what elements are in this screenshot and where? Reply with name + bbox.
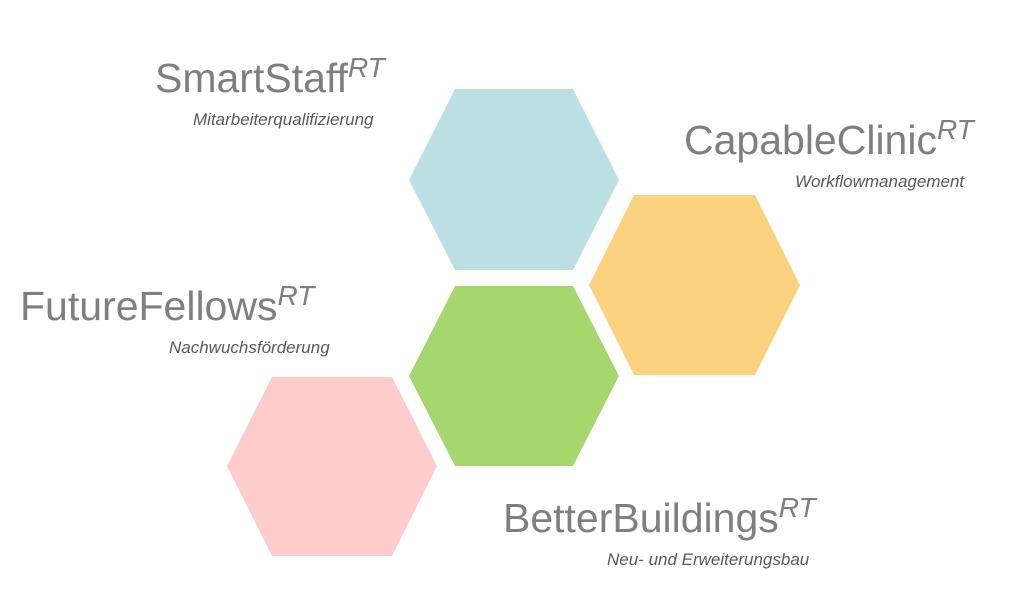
module-title: FutureFellowsRT <box>20 280 315 329</box>
module-subtitle: Workflowmanagement <box>795 172 965 191</box>
module-subtitle: Nachwuchsförderung <box>169 338 330 357</box>
module-title: CapableClinicRT <box>684 114 974 163</box>
module-suffix: RT <box>347 52 385 83</box>
module-subtitle: Mitarbeiterqualifizierung <box>193 110 374 129</box>
hexagon-futurefellows <box>227 377 437 556</box>
module-title: SmartStaffRT <box>155 52 385 101</box>
module-label-futurefellows: FutureFellowsRT Nachwuchsförderung <box>20 280 330 358</box>
hexagon-capableclinic <box>589 195 800 375</box>
module-suffix: RT <box>277 280 315 311</box>
module-suffix: RT <box>936 114 974 145</box>
module-subtitle: Neu- und Erweiterungsbau <box>607 550 810 569</box>
module-label-smartstaff: SmartStaffRT Mitarbeiterqualifizierung <box>155 52 385 130</box>
module-label-capableclinic: CapableClinicRT Workflowmanagement <box>684 114 974 192</box>
hexagon-betterbuildings <box>409 286 619 466</box>
module-label-betterbuildings: BetterBuildingsRT Neu- und Erweiterungsb… <box>503 492 816 570</box>
module-suffix: RT <box>778 492 816 523</box>
module-title: BetterBuildingsRT <box>503 492 816 541</box>
hexagon-smartstaff <box>409 89 619 270</box>
